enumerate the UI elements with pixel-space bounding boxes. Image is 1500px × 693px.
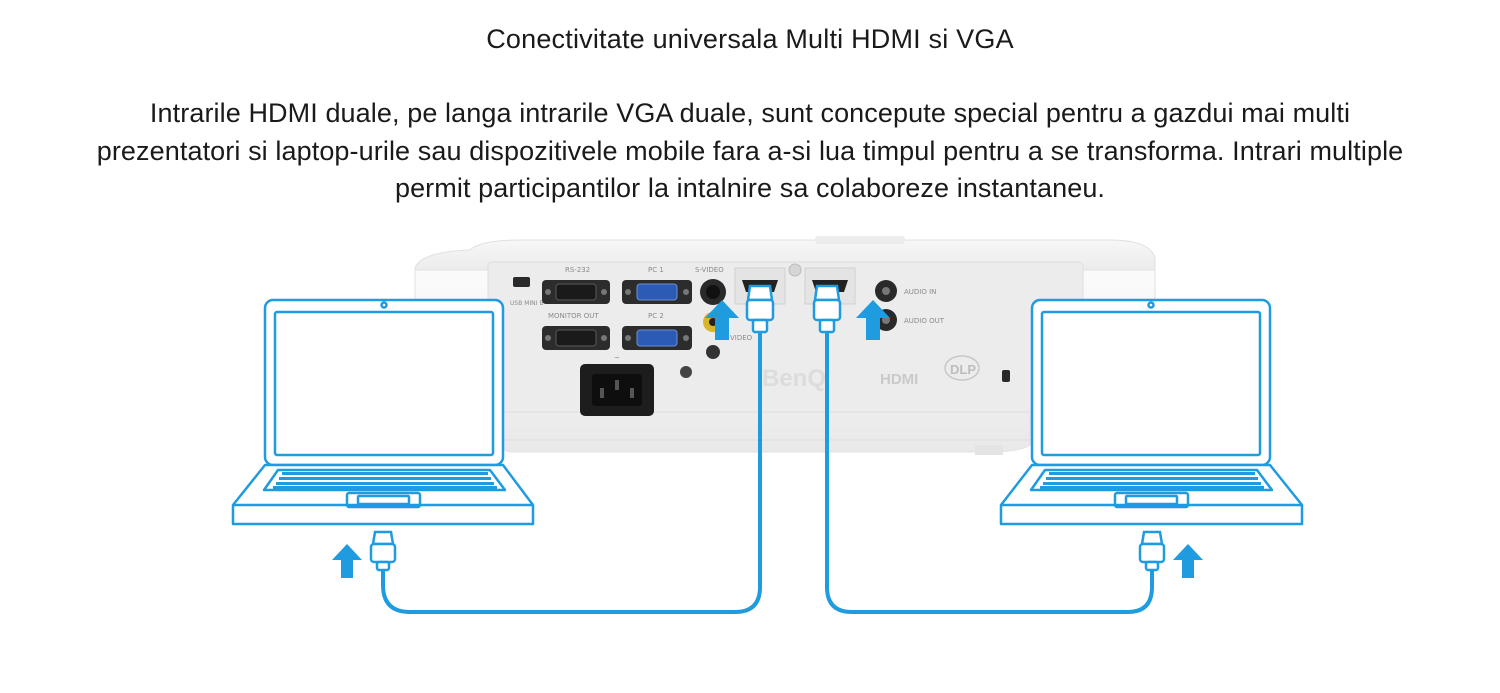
security-slot bbox=[1002, 370, 1010, 382]
hdmi-plug-icon bbox=[745, 284, 775, 334]
laptop-left-keyboard bbox=[273, 472, 497, 489]
laptop-left-icon bbox=[231, 298, 535, 526]
pc2-label: PC 2 bbox=[648, 312, 664, 320]
page-title: Conectivitate universala Multi HDMI si V… bbox=[486, 24, 1014, 54]
usb-mini-b-port bbox=[513, 277, 530, 287]
up-arrow-icon bbox=[332, 544, 362, 578]
audio-out-label: AUDIO OUT bbox=[904, 317, 945, 325]
dlp-logo: DLP bbox=[950, 362, 976, 377]
s-video-label: S-VIDEO bbox=[695, 266, 724, 274]
audio-in-label: AUDIO IN bbox=[904, 288, 936, 296]
up-arrow-icon bbox=[1173, 544, 1203, 578]
cable-left bbox=[381, 328, 762, 614]
laptop-right-keyboard bbox=[1040, 472, 1264, 489]
svg-text:~: ~ bbox=[614, 354, 620, 362]
brand-logo: BenQ bbox=[762, 365, 826, 392]
pc1-label: PC 1 bbox=[648, 266, 664, 274]
hdmi-plug-icon bbox=[369, 530, 397, 572]
projector: USB MINI B RS-232 PC 1 MONITOR OUT PC 2 … bbox=[414, 236, 1156, 455]
hdmi-logo: HDMI bbox=[880, 371, 918, 388]
monitor-out-label: MONITOR OUT bbox=[548, 312, 599, 320]
usb-mini-b-label: USB MINI B bbox=[510, 300, 543, 307]
up-arrow-icon bbox=[856, 300, 890, 340]
hdmi-cables bbox=[381, 328, 1154, 614]
cable-right bbox=[825, 328, 1154, 614]
description-text: Intrarile HDMI duale, pe langa intrarile… bbox=[96, 98, 1404, 203]
rs232-label: RS-232 bbox=[565, 266, 590, 274]
hdmi-plug-icon bbox=[1138, 530, 1166, 572]
video-label: VIDEO bbox=[730, 334, 753, 342]
laptop-right-icon bbox=[999, 298, 1304, 526]
hdmi-plug-icon bbox=[812, 284, 842, 334]
up-arrow-icon bbox=[705, 300, 739, 340]
